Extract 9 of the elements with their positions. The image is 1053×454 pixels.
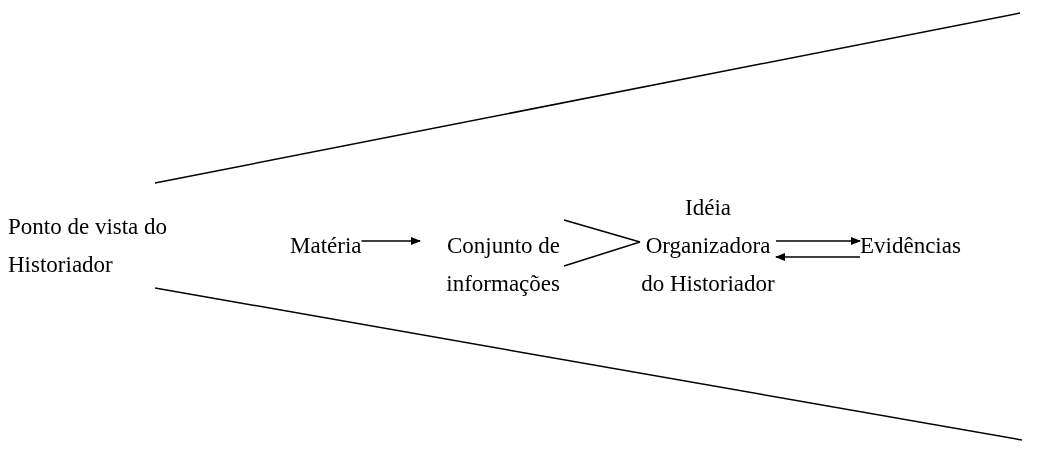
node-label: Conjunto de informações: [420, 227, 560, 303]
node-label: Ponto de vista do Historiador: [8, 208, 208, 284]
node-label: Evidências: [860, 227, 961, 265]
node-label: Matéria: [290, 227, 362, 265]
arrow: [360, 237, 421, 245]
arrow: [775, 253, 861, 261]
node-label: Idéia Organizadora do Historiador: [640, 189, 776, 303]
chevron-arrow: [563, 219, 641, 267]
arrow: [775, 237, 861, 245]
